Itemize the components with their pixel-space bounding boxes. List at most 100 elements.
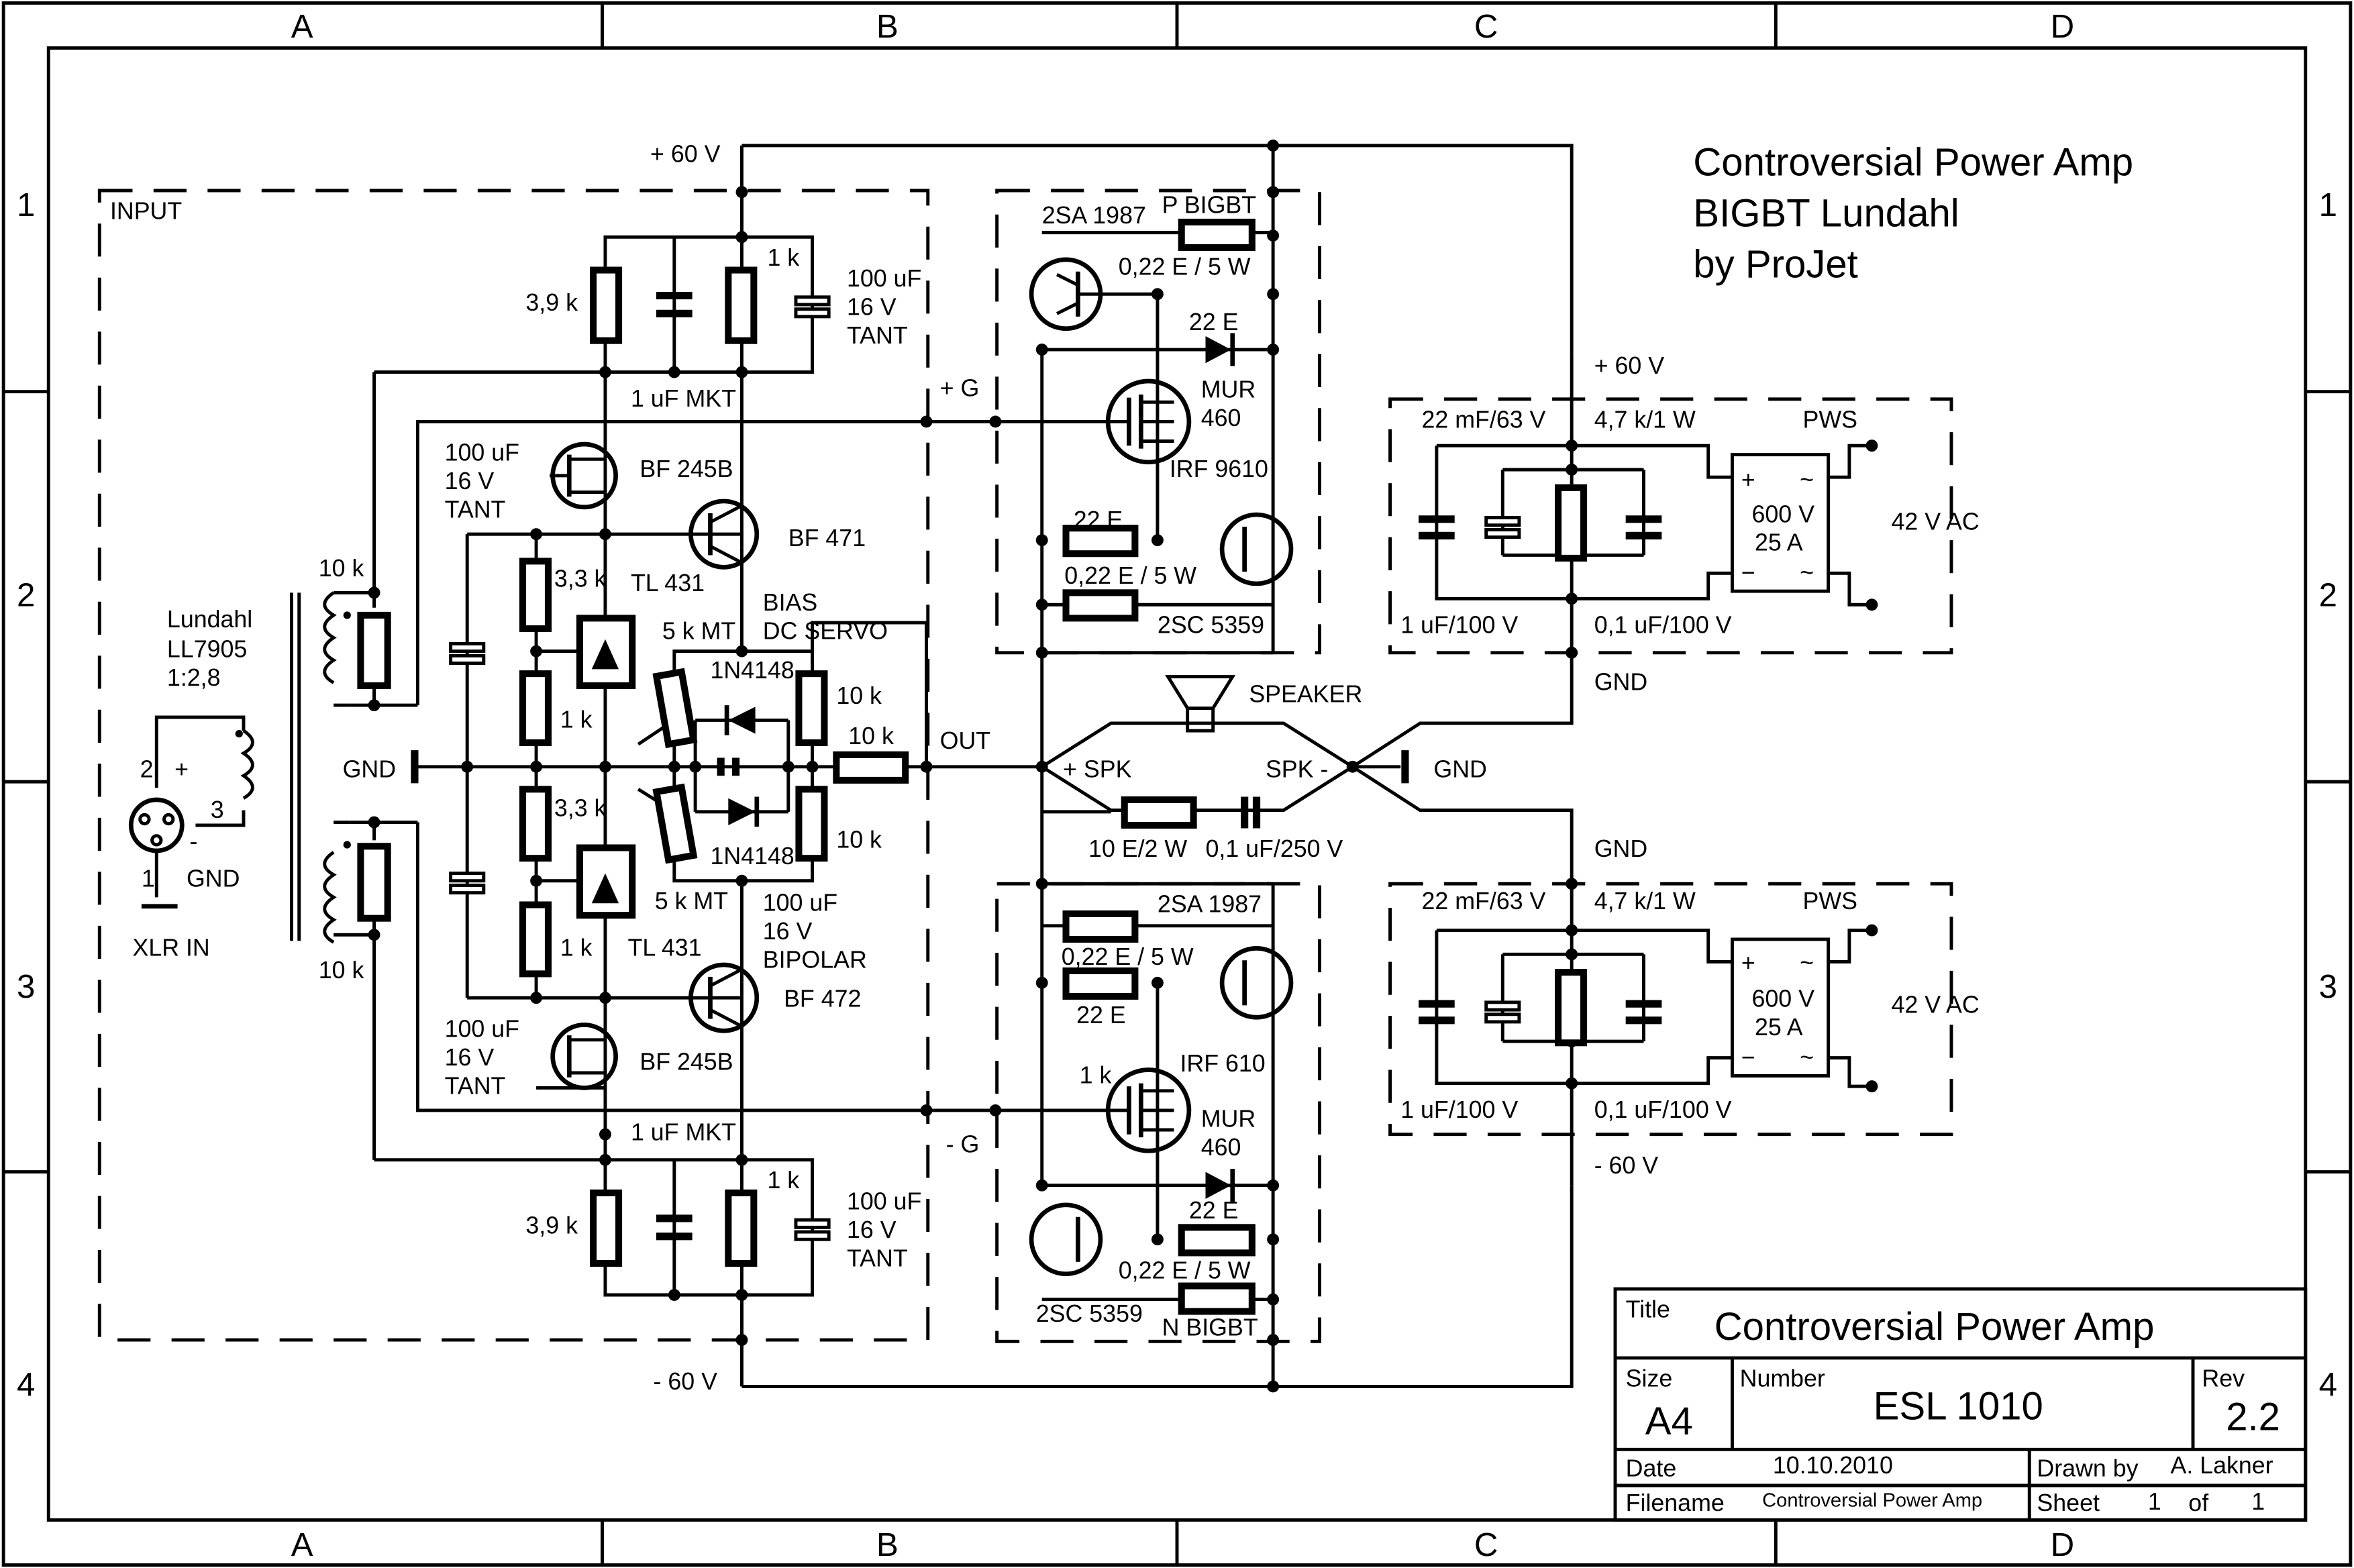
lower-bjt-label: BF 472 — [784, 986, 861, 1012]
upper-cap-left-1: 100 uF — [445, 439, 519, 466]
outn-mur-1: MUR — [1201, 1106, 1256, 1133]
transformer-ratio: 1:2,8 — [167, 664, 221, 691]
spk-pos-label: + SPK — [1063, 755, 1132, 782]
frame-labels: A B C D A B C D 1 2 3 4 1 2 3 4 — [17, 8, 2337, 1563]
col-label-a-bottom: A — [291, 1526, 313, 1563]
outn-mur-2: 460 — [1201, 1134, 1241, 1161]
col-label-b-top: B — [876, 8, 899, 45]
psu-top-pws: PWS — [1803, 406, 1857, 433]
col-label-c-top: C — [1474, 8, 1498, 45]
capacitors — [449, 291, 1662, 1241]
psu-top-r: 4,7 k/1 W — [1594, 406, 1696, 433]
psu-bottom-cbig: 22 mF/63 V — [1422, 888, 1546, 914]
tb-rev-label: Rev — [2202, 1365, 2245, 1392]
col-label-a-top: A — [291, 8, 313, 45]
outn-q-label: 2SA 1987 — [1158, 891, 1262, 918]
upper-tl-label: TL 431 — [631, 570, 705, 596]
psu-top-c1uf: 1 uF/100 V — [1400, 612, 1518, 639]
lower-cap-100uf-2: 16 V — [847, 1216, 897, 1243]
bias-cap-3: BIPOLAR — [763, 946, 867, 973]
lower-cap-1uf-label: 1 uF MKT — [631, 1119, 736, 1146]
heading-line-3: by ProJet — [1693, 243, 1858, 286]
upper-r-3k9-label: 3,9 k — [525, 289, 578, 316]
xlr-connector — [128, 797, 185, 909]
input-r-top-label: 10 k — [319, 555, 364, 582]
outn-bigbt-label: N BIGBT — [1162, 1314, 1258, 1341]
row-label-4-left: 4 — [17, 1366, 35, 1403]
speaker-label: SPEAKER — [1249, 681, 1362, 708]
component-labels: + 60 V - 60 V 2 + 3 - 1 GND XLR IN Lunda… — [132, 141, 1979, 1395]
row-label-2-right: 2 — [2319, 576, 2337, 613]
psu-bottom-bridge-a: 25 A — [1755, 1014, 1803, 1041]
lower-r-1k-label: 1 k — [560, 935, 593, 961]
psu-bottom-pws: PWS — [1803, 888, 1857, 914]
transformer-name: Lundahl — [167, 606, 252, 633]
tb-title-label: Title — [1626, 1296, 1670, 1323]
title-block: Title Controversial Power Amp Size A4 Nu… — [1613, 1287, 2308, 1522]
input-r-bottom-label: 10 k — [319, 957, 364, 984]
psu-bottom-c01uf: 0,1 uF/100 V — [1594, 1096, 1732, 1123]
bias-pot-top-label: 5 k MT — [662, 618, 735, 645]
outp-mur-1: MUR — [1201, 376, 1256, 403]
outn-r022-label: 0,22 E / 5 W — [1062, 943, 1194, 970]
psu-top-bridge-plus: + — [1741, 466, 1755, 493]
col-label-d-bottom: D — [2051, 1526, 2075, 1563]
outn-r1k-label: 1 k — [1080, 1062, 1112, 1089]
transformer — [235, 591, 351, 944]
xlr-gnd-label: GND — [187, 866, 240, 892]
col-label-d-top: D — [2051, 8, 2075, 45]
outp-r022b-label: 0,22 E / 5 W — [1064, 562, 1196, 589]
row-label-2-left: 2 — [17, 576, 35, 613]
psu-bottom-bridge-plus: + — [1741, 949, 1755, 976]
psu-top-bridge-minus: − — [1741, 559, 1755, 586]
bias-diode-bottom-label: 1N4148 — [710, 843, 794, 870]
tb-sheet-value: 1 — [2148, 1488, 2161, 1515]
bias-r-bottom-label: 10 k — [836, 827, 882, 853]
outn-r22-label: 22 E — [1076, 1002, 1126, 1029]
psu-top-bridge-a: 25 A — [1755, 529, 1803, 556]
psu-top-cbig: 22 mF/63 V — [1422, 406, 1546, 433]
tb-date-label: Date — [1626, 1455, 1677, 1482]
bias-cap-2: 16 V — [763, 918, 813, 945]
tb-drawn-label: Drawn by — [2037, 1455, 2138, 1482]
psu-top-bridge-ac1: ~ — [1800, 466, 1814, 493]
psu-bottom-gnd: GND — [1594, 835, 1647, 862]
lower-tl-label: TL 431 — [627, 935, 701, 961]
lower-cap-left-1: 100 uF — [445, 1015, 519, 1042]
psu-bottom-ac: 42 V AC — [1892, 992, 1980, 1018]
outp-g-label: + G — [940, 374, 980, 401]
lower-r-3k3-label: 3,3 k — [554, 795, 607, 822]
lower-r-3k9-label: 3,9 k — [525, 1212, 578, 1239]
bias-pot-bottom-label: 5 k MT — [655, 888, 728, 914]
upper-r-3k3-label: 3,3 k — [554, 565, 607, 592]
tb-sheet-label: Sheet — [2037, 1489, 2100, 1516]
psu-bottom-r: 4,7 k/1 W — [1594, 888, 1696, 914]
tb-number-label: Number — [1740, 1365, 1825, 1392]
bias-title-2: DC SERVO — [763, 618, 888, 645]
row-label-3-right: 3 — [2319, 968, 2337, 1005]
psu-top-rail: + 60 V — [1594, 352, 1665, 379]
lower-cap-100uf-3: TANT — [847, 1245, 908, 1271]
spk-gnd-label: GND — [1433, 755, 1486, 782]
bias-diode-top-label: 1N4148 — [710, 657, 794, 684]
tb-drawn-value: A. Lakner — [2170, 1452, 2273, 1479]
bias-r-top-label: 10 k — [836, 682, 882, 709]
psu-top-c01uf: 0,1 uF/100 V — [1594, 612, 1732, 639]
transformer-model: LL7905 — [167, 636, 247, 663]
resistors — [357, 218, 1588, 1315]
upper-cap-left-2: 16 V — [445, 468, 495, 494]
xlr-plus-label: + — [174, 755, 189, 782]
tb-date-value: 10.10.2010 — [1773, 1452, 1893, 1479]
lower-cap-100uf-1: 100 uF — [847, 1188, 921, 1215]
junction-dots — [368, 139, 1878, 1393]
tb-of-label: of — [2188, 1489, 2208, 1516]
psu-bottom-rail: - 60 V — [1594, 1152, 1659, 1179]
outp-bigbt-label: P BIGBT — [1162, 192, 1257, 219]
outp-r22-label: 22 E — [1189, 309, 1239, 335]
row-label-1-left: 1 — [17, 187, 35, 223]
bridge-rectifiers — [1730, 453, 1831, 1078]
rail-pos-label: + 60 V — [650, 141, 721, 168]
upper-bjt-label: BF 471 — [788, 525, 866, 552]
upper-r-1k-label: 1 k — [767, 244, 799, 271]
